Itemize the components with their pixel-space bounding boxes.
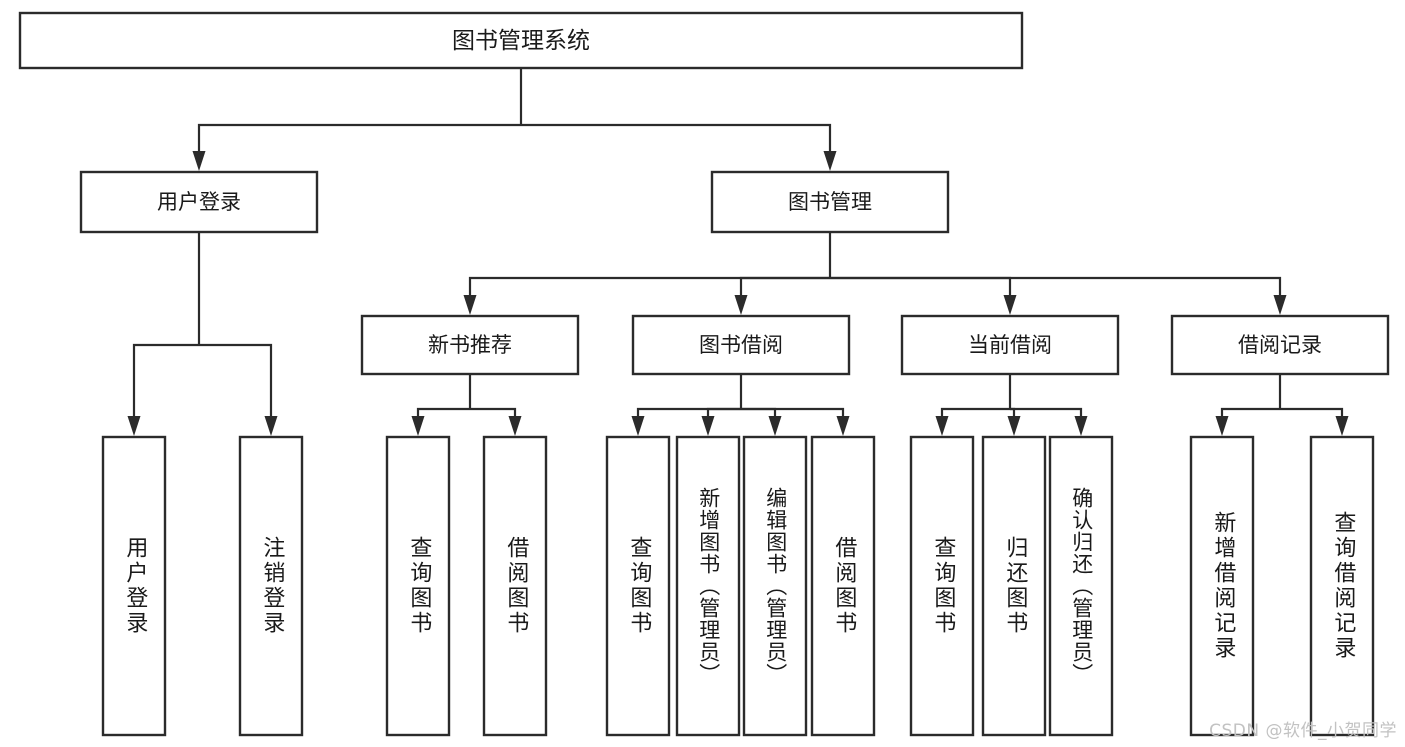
node-box-leaf-add-book-admin[interactable]: [675, 435, 741, 737]
node-box-leaf-query-borrow-record[interactable]: [1309, 435, 1375, 737]
node-box-leaf-query-book-3[interactable]: [909, 435, 975, 737]
node-box-borrow-record[interactable]: [1170, 314, 1390, 376]
node-leaf-borrow-book-2[interactable]: [810, 435, 876, 737]
node-box-leaf-edit-book-admin[interactable]: [742, 435, 808, 737]
node-leaf-query-borrow-record[interactable]: [1309, 435, 1375, 737]
node-box-leaf-borrow-book-2[interactable]: [810, 435, 876, 737]
node-book-borrow[interactable]: 图书借阅: [631, 314, 851, 376]
node-leaf-query-book-2[interactable]: [605, 435, 671, 737]
node-box-leaf-confirm-return-admin[interactable]: [1048, 435, 1114, 737]
node-box-leaf-query-book-2[interactable]: [605, 435, 671, 737]
node-box-root[interactable]: [18, 11, 1024, 70]
watermark: CSDN @软件_小贺同学: [1209, 721, 1397, 741]
node-leaf-add-book-admin[interactable]: [675, 435, 741, 737]
node-borrow-record[interactable]: 借阅记录: [1170, 314, 1390, 376]
node-leaf-return-book[interactable]: [981, 435, 1047, 737]
node-leaf-user-logout[interactable]: [238, 435, 304, 737]
node-box-leaf-query-book-1[interactable]: [385, 435, 451, 737]
node-box-leaf-add-borrow-record[interactable]: [1189, 435, 1255, 737]
node-label-current-borrow: 当前借阅: [968, 333, 1052, 357]
node-new-book-recommend[interactable]: 新书推荐: [360, 314, 580, 376]
node-box-new-book-recommend[interactable]: [360, 314, 580, 376]
node-leaf-edit-book-admin[interactable]: [742, 435, 808, 737]
node-box-book-borrow[interactable]: [631, 314, 851, 376]
node-box-leaf-borrow-book-1[interactable]: [482, 435, 548, 737]
node-box-user-login[interactable]: [79, 170, 319, 234]
node-label-new-book-recommend: 新书推荐: [428, 333, 512, 357]
node-current-borrow[interactable]: 当前借阅: [900, 314, 1120, 376]
node-label-borrow-record: 借阅记录: [1238, 333, 1322, 357]
node-leaf-confirm-return-admin[interactable]: [1048, 435, 1114, 737]
node-leaf-query-book-3[interactable]: [909, 435, 975, 737]
node-root[interactable]: 图书管理系统: [18, 11, 1024, 70]
node-book-manage[interactable]: 图书管理: [710, 170, 950, 234]
node-label-user-login: 用户登录: [157, 190, 241, 214]
node-label-root: 图书管理系统: [452, 28, 590, 54]
node-label-book-manage: 图书管理: [788, 190, 872, 214]
node-box-leaf-user-logout[interactable]: [238, 435, 304, 737]
node-leaf-query-book-1[interactable]: [385, 435, 451, 737]
node-leaf-borrow-book-1[interactable]: [482, 435, 548, 737]
node-box-current-borrow[interactable]: [900, 314, 1120, 376]
node-label-book-borrow: 图书借阅: [699, 333, 783, 357]
connector-layer: [127, 68, 1349, 436]
node-user-login[interactable]: 用户登录: [79, 170, 319, 234]
node-box-leaf-return-book[interactable]: [981, 435, 1047, 737]
node-box-leaf-user-login[interactable]: [101, 435, 167, 737]
node-leaf-add-borrow-record[interactable]: [1189, 435, 1255, 737]
node-box-book-manage[interactable]: [710, 170, 950, 234]
node-leaf-user-login[interactable]: [101, 435, 167, 737]
